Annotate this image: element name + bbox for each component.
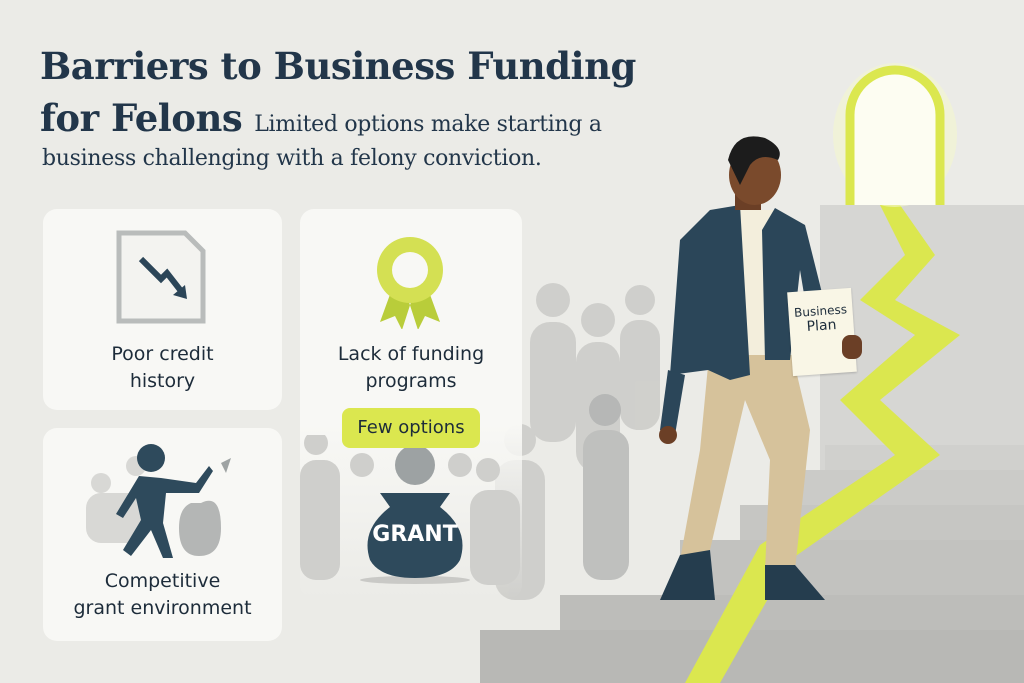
hand [842, 335, 862, 359]
man-climbing-stairs [659, 136, 830, 600]
glowing-doorway [833, 63, 957, 207]
title-line-1: Barriers to Business Funding [40, 44, 636, 88]
person-reaching-pot-icon [86, 444, 231, 558]
business-plan-document: Business Plan [787, 287, 857, 377]
award-ribbon-icon [377, 237, 443, 329]
grant-pot-label: GRANT [372, 522, 458, 547]
grant-pot-crowd [300, 435, 520, 585]
title-line-2: for Felons [40, 96, 243, 140]
subtitle-line-1: Limited options make starting a [254, 112, 602, 137]
declining-chart-document-icon [116, 230, 206, 324]
page-title: Barriers to Business Funding for Felons L… [40, 40, 636, 151]
subtitle-line-2: business challenging with a felony convi… [42, 146, 542, 171]
few-options-badge: Few options [342, 408, 480, 448]
